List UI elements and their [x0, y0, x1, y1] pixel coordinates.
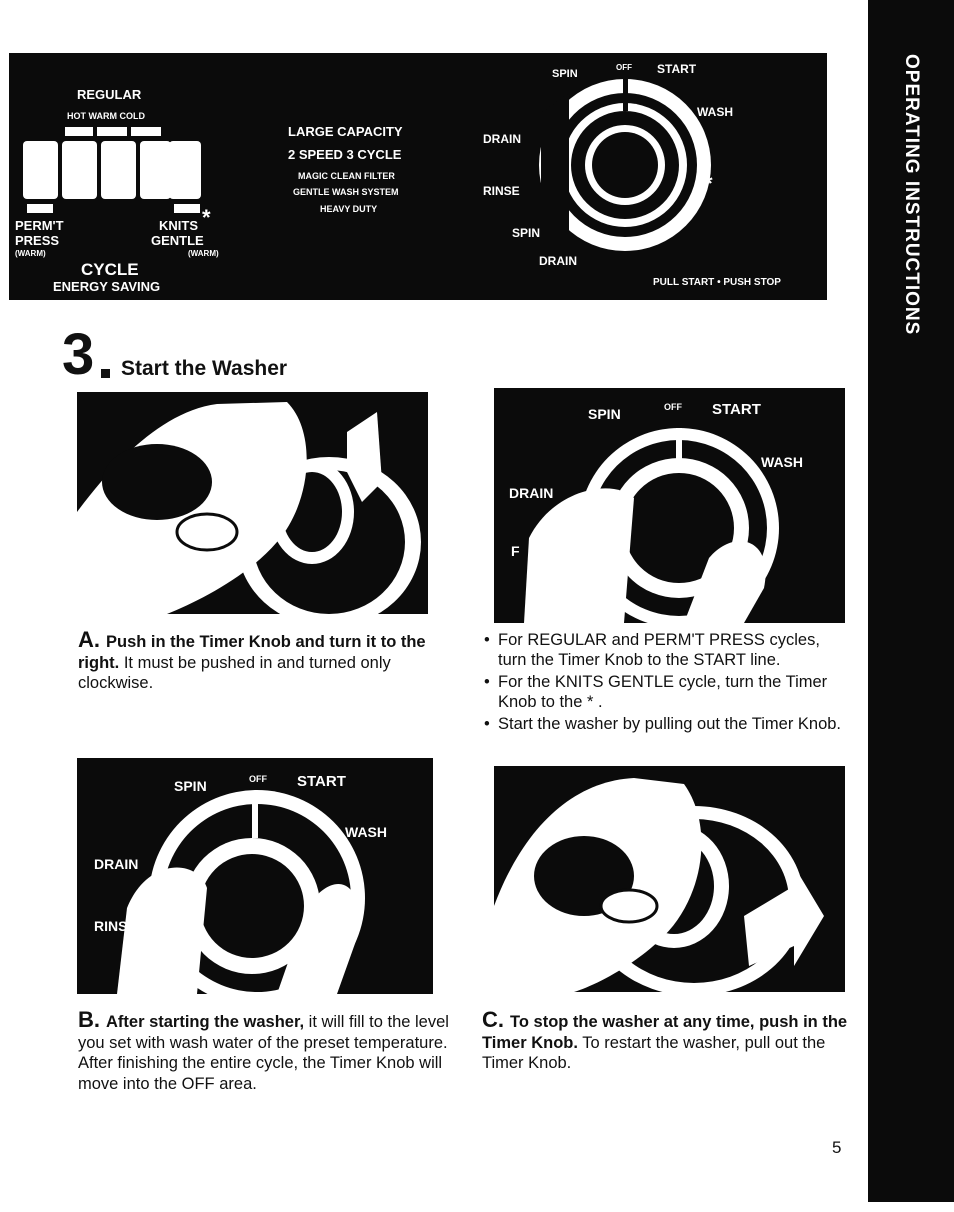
spin-bottom-label: SPIN — [512, 226, 541, 240]
photo-c-off-label: OFF — [249, 774, 267, 784]
bullet-knits: For the KNITS GENTLE cycle, turn the Tim… — [482, 672, 852, 712]
energy-label: ENERGY SAVING — [53, 279, 161, 294]
cycle-label: CYCLE — [81, 260, 139, 279]
instruction-a-text: It must be pushed in and turned only clo… — [78, 653, 391, 693]
press-label: PRESS — [15, 233, 60, 248]
photo-push-turn — [77, 392, 428, 614]
instruction-b-letter: B. — [78, 1007, 100, 1032]
permt-label: PERM'T — [15, 218, 64, 233]
instruction-b-text: it will fill to the level you set with w… — [78, 1013, 449, 1093]
warm-right-label: (WARM) — [188, 249, 219, 258]
photo-b-off-label: OFF — [664, 402, 682, 412]
instruction-b-bold: After starting the washer, — [106, 1013, 305, 1031]
step-title: Start the Washer — [121, 357, 288, 380]
photo-b-spin-label: SPIN — [588, 406, 621, 422]
photo-wash-fill: SPIN OFF START WASH DRAIN RINSF * — [77, 758, 433, 994]
step-bullet — [101, 369, 110, 378]
warm-left-label: (WARM) — [15, 249, 46, 258]
magic-label: MAGIC CLEAN FILTER — [298, 171, 395, 181]
photo-c-drain-label: DRAIN — [94, 856, 139, 872]
photo-c-rinse-label: RINSF — [94, 918, 136, 934]
instruction-b: B. After starting the washer, it will fil… — [78, 1007, 450, 1094]
rinse-label: RINSE — [483, 184, 520, 198]
wash-label: WASH — [697, 105, 733, 119]
instruction-c-text: To restart the washer, pull out the Time… — [482, 1033, 826, 1073]
indicator-warm — [97, 127, 127, 136]
photo-b-drain-label: DRAIN — [509, 485, 554, 501]
drain-bottom-label: DRAIN — [539, 254, 577, 268]
instruction-a: A.Push in the Timer Knob and turn it to … — [78, 627, 448, 694]
instruction-c-letter: C. — [482, 1007, 504, 1032]
indicator-knits — [174, 204, 200, 213]
cycle-button-4[interactable] — [140, 141, 171, 199]
cycle-button-1[interactable] — [23, 141, 58, 199]
gentle-label: GENTLE — [151, 233, 204, 248]
photo-start-position: SPIN OFF START WASH DRAIN F * — [494, 388, 845, 623]
photo-b-start-label: START — [712, 401, 761, 418]
spin-top-label: SPIN — [552, 68, 578, 80]
photo-pull-stop — [494, 766, 845, 992]
side-tab-label: OPERATING INSTRUCTIONS — [901, 54, 922, 336]
photo-c-spin-label: SPIN — [174, 778, 207, 794]
temp-label: HOT WARM COLD — [67, 111, 145, 121]
bullet-start: Start the washer by pulling out the Time… — [482, 714, 852, 734]
step-number: 3 — [62, 322, 95, 387]
instruction-c: C.To stop the washer at any time, push i… — [482, 1007, 854, 1074]
gentle-wash-label: GENTLE WASH SYSTEM — [293, 187, 399, 197]
photo-c-wash-label: WASH — [345, 824, 387, 840]
start-label: START — [657, 62, 697, 76]
large-capacity-label: LARGE CAPACITY — [288, 124, 403, 139]
pull-start-label: PULL START • PUSH STOP — [653, 277, 781, 288]
photo-b-star: * — [769, 526, 779, 553]
heavy-label: HEAVY DUTY — [320, 204, 378, 214]
star-label: * — [202, 205, 211, 230]
instruction-a-bold: Push in the Timer Knob and turn it to th… — [78, 633, 426, 672]
regular-label: REGULAR — [77, 87, 142, 102]
drain-label: DRAIN — [483, 132, 521, 146]
cycle-button-2[interactable] — [62, 141, 97, 199]
cycle-button-3[interactable] — [101, 141, 136, 199]
cycle-button-5[interactable] — [169, 141, 201, 199]
photo-c-star: * — [347, 901, 357, 928]
speed-label: 2 SPEED 3 CYCLE — [288, 147, 402, 162]
photo-b-wash-label: WASH — [761, 454, 803, 470]
side-tab — [868, 0, 954, 1202]
indicator-permt — [27, 204, 53, 213]
page-number: 5 — [832, 1138, 842, 1157]
instruction-c-bold: To stop the washer at any time, push in … — [482, 1013, 848, 1052]
photo-c-start-label: START — [297, 773, 346, 790]
knits-label: KNITS — [159, 218, 198, 233]
indicator-hot — [65, 127, 93, 136]
bullet-regular: For REGULAR and PERM'T PRESS cycles, tur… — [482, 630, 852, 670]
control-panel: REGULAR HOT WARM COLD PERM'T PRESS (WARM… — [9, 53, 827, 300]
timer-dial-illustration — [539, 77, 711, 253]
off-label: OFF — [616, 63, 632, 72]
photo-b-f-label: F — [511, 543, 520, 559]
dial-star: * — [704, 171, 713, 196]
start-instructions-list: For REGULAR and PERM'T PRESS cycles, tur… — [482, 630, 852, 736]
indicator-cold — [131, 127, 161, 136]
instruction-a-letter: A. — [78, 627, 100, 652]
